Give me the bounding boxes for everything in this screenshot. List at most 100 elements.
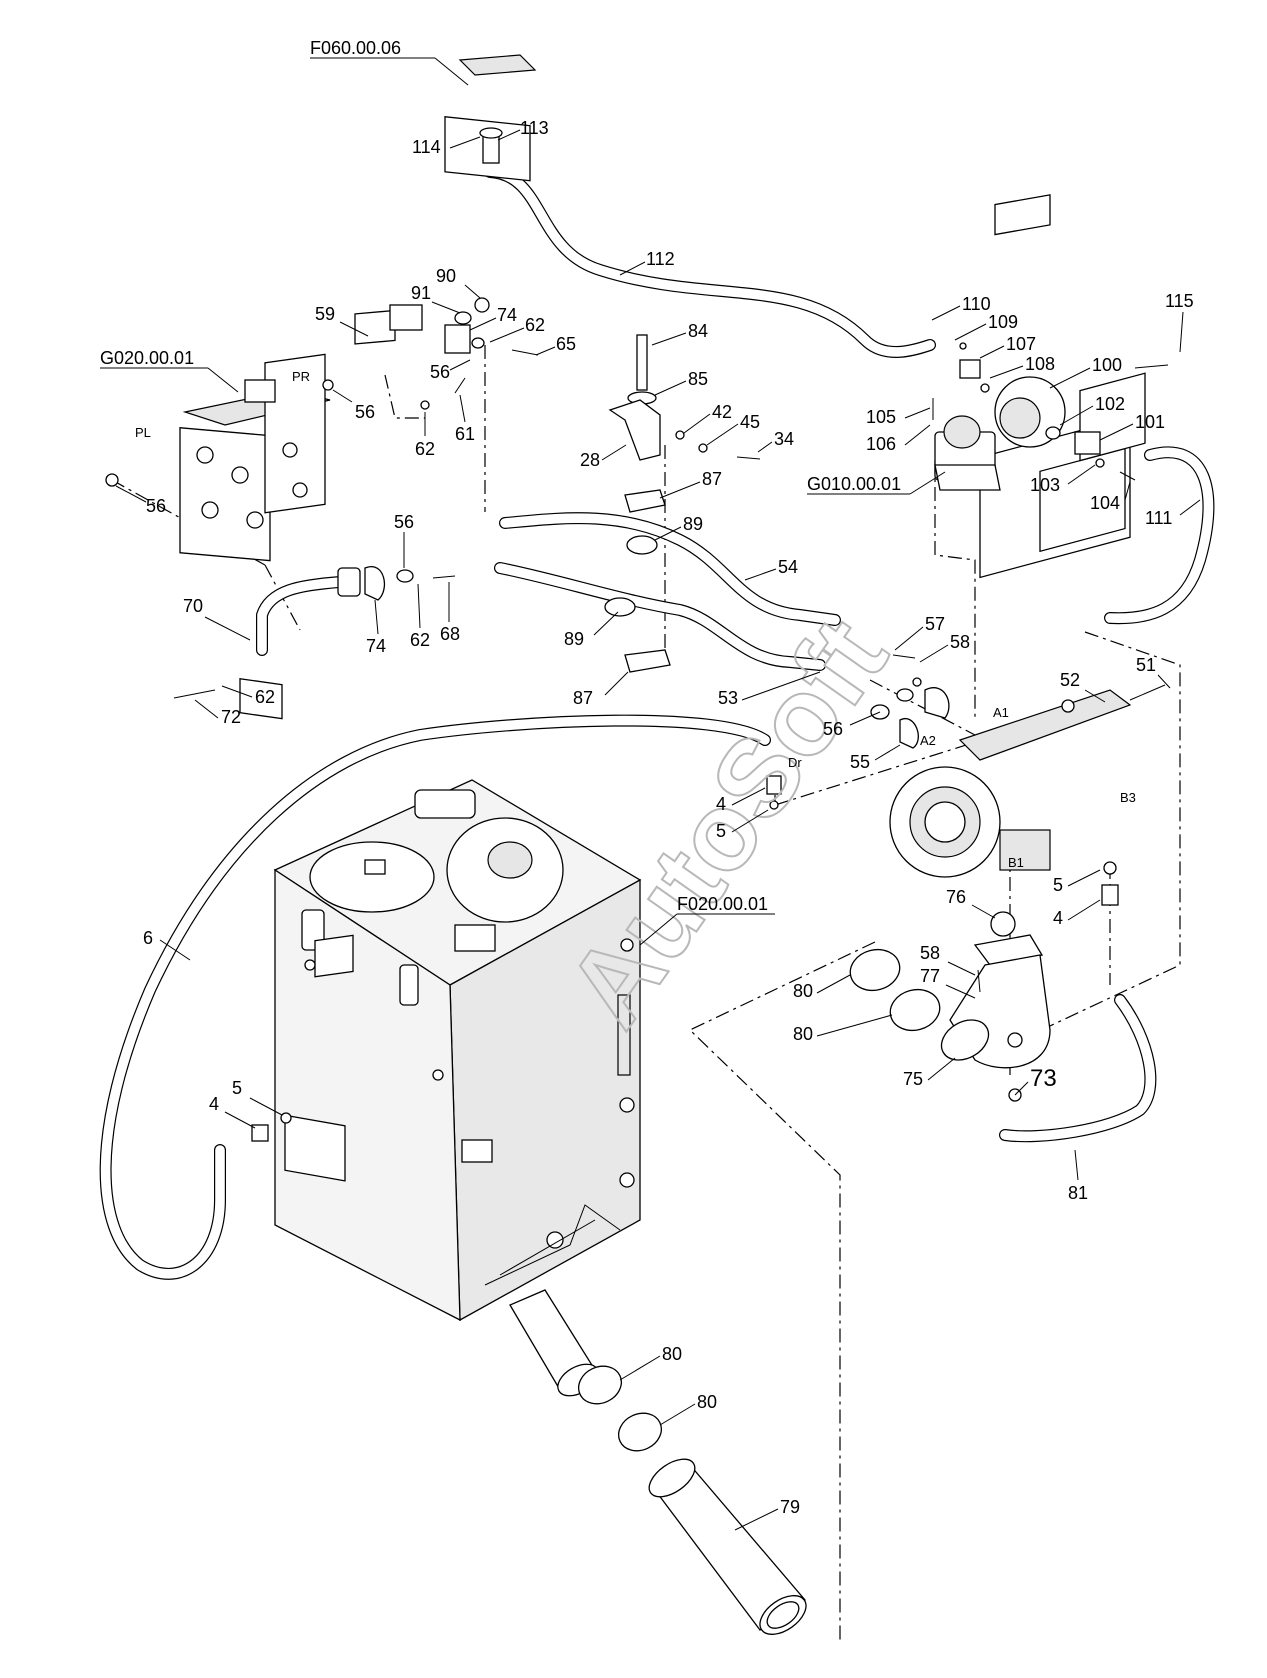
callout-62b: 62: [415, 439, 435, 459]
callout-56d: 56: [394, 512, 414, 532]
callout-62d: 62: [255, 687, 275, 707]
port-dr: Dr: [788, 755, 802, 770]
hose-6: [99, 714, 771, 1280]
port-labels: PR PL A1 A2 B1 B3 Dr: [135, 369, 1136, 870]
callout-56c: 56: [146, 496, 166, 516]
part-callouts: 114 113 112 90 91 59 74 62 65 56 56 62 6…: [115, 118, 1201, 1531]
callout-73: 73: [1030, 1065, 1057, 1092]
callout-70: 70: [183, 596, 203, 616]
callout-79: 79: [780, 1497, 800, 1517]
callout-103: 103: [1030, 475, 1060, 495]
callout-57: 57: [925, 614, 945, 634]
callout-56e: 56: [823, 719, 843, 739]
ref-g020: G020.00.01: [100, 348, 194, 368]
callout-55: 55: [850, 752, 870, 772]
callout-102: 102: [1095, 394, 1125, 414]
callout-45: 45: [740, 412, 760, 432]
callout-5c: 5: [1053, 875, 1063, 895]
port-b1: B1: [1008, 855, 1024, 870]
callout-34: 34: [774, 429, 794, 449]
callout-5a: 5: [716, 821, 726, 841]
hose-79: [648, 1458, 807, 1635]
hose-54: [499, 512, 841, 626]
callout-54: 54: [778, 557, 798, 577]
callout-62a: 62: [525, 315, 545, 335]
callout-58a: 58: [950, 632, 970, 652]
callout-110: 110: [962, 294, 991, 314]
hydraulic-tank: [273, 779, 642, 1322]
callout-74a: 74: [497, 305, 517, 325]
port-a2: A2: [920, 733, 936, 748]
pilot-valve-f060: [444, 54, 537, 182]
ref-f020: F020.00.01: [677, 894, 768, 914]
callout-111: 111: [1145, 508, 1172, 528]
callout-74b: 74: [366, 636, 386, 656]
callout-89a: 89: [683, 514, 703, 534]
hose-53: [494, 562, 826, 671]
hose-111: [1104, 446, 1215, 625]
callout-80a: 80: [793, 981, 813, 1001]
callout-42: 42: [712, 402, 732, 422]
reference-labels: F060.00.06 G020.00.01 G010.00.01 F020.00…: [100, 38, 946, 946]
bracket-28: [604, 334, 671, 673]
callout-77: 77: [920, 966, 940, 986]
callout-61: 61: [455, 424, 475, 444]
callout-28: 28: [580, 450, 600, 470]
callout-89b: 89: [564, 629, 584, 649]
callout-85: 85: [688, 369, 708, 389]
callout-114: 114: [412, 137, 441, 157]
callout-87b: 87: [573, 688, 593, 708]
port-pl: PL: [135, 425, 151, 440]
callout-115: 115: [1165, 291, 1194, 311]
callout-53: 53: [718, 688, 738, 708]
callout-52: 52: [1060, 670, 1080, 690]
callout-107: 107: [1006, 334, 1036, 354]
callout-100: 100: [1092, 355, 1122, 375]
callout-84: 84: [688, 321, 708, 341]
callout-91: 91: [411, 283, 431, 303]
callout-106: 106: [866, 434, 896, 454]
callout-4b: 4: [209, 1094, 219, 1114]
small-hardware: [105, 342, 1169, 1142]
callout-62c: 62: [410, 630, 430, 650]
callout-56b: 56: [355, 402, 375, 422]
main-pump: [889, 372, 1146, 878]
port-b3: B3: [1120, 790, 1136, 805]
split-flanges: [337, 566, 950, 749]
hose-81: [999, 994, 1157, 1143]
callout-76: 76: [946, 887, 966, 907]
port-pr: PR: [292, 369, 310, 384]
callout-59: 59: [315, 304, 335, 324]
callout-80d: 80: [697, 1392, 717, 1412]
pipe-70: [239, 576, 346, 720]
callout-72: 72: [221, 707, 241, 727]
callout-104: 104: [1090, 493, 1120, 513]
callout-109: 109: [988, 312, 1018, 332]
callout-90: 90: [436, 266, 456, 286]
fitting-59: [354, 297, 490, 354]
callout-6: 6: [143, 928, 153, 948]
hose-112: [484, 166, 936, 358]
callout-65: 65: [556, 334, 576, 354]
callout-56a: 56: [430, 362, 450, 382]
callout-113: 113: [520, 118, 549, 138]
callout-101: 101: [1135, 412, 1165, 432]
callout-80b: 80: [793, 1024, 813, 1044]
port-a1: A1: [993, 705, 1009, 720]
callout-87a: 87: [702, 469, 722, 489]
callout-5b: 5: [232, 1078, 242, 1098]
callout-108: 108: [1025, 354, 1055, 374]
suction-elbow-75: [940, 934, 1051, 1102]
ref-f060: F060.00.06: [310, 38, 401, 58]
control-valve-g020: [179, 353, 331, 562]
callout-4a: 4: [716, 794, 726, 814]
callout-105: 105: [866, 407, 896, 427]
callout-81: 81: [1068, 1183, 1088, 1203]
callout-112: 112: [646, 249, 675, 269]
callout-80c: 80: [662, 1344, 682, 1364]
callout-75: 75: [903, 1069, 923, 1089]
callout-51: 51: [1136, 655, 1156, 675]
callout-68: 68: [440, 624, 460, 644]
clamps-80: [578, 948, 941, 1452]
